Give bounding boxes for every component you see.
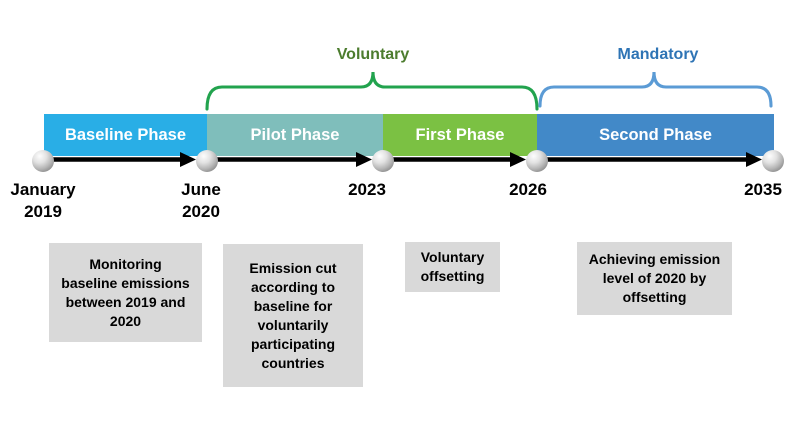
mandatory-brace-icon (538, 71, 773, 108)
phase-bar-baseline: Baseline Phase (44, 114, 207, 156)
milestone-marker-2023 (372, 150, 394, 172)
note-second-achieving-level: Achieving emission level of 2020 by offs… (577, 242, 732, 315)
milestone-marker-2026 (526, 150, 548, 172)
note-baseline-monitoring: Monitoring baseline emissions between 20… (49, 243, 202, 342)
note-pilot-emission-cut: Emission cut according to baseline for v… (223, 244, 363, 387)
milestone-label-jan-2019: January 2019 (10, 180, 76, 221)
milestone-marker-2035 (762, 150, 784, 172)
milestone-marker-jan-2019 (32, 150, 54, 172)
milestone-label-2023: 2023 (348, 180, 386, 199)
phase-bar-label: First Phase (415, 125, 505, 144)
phase-bar-first: First Phase (383, 114, 537, 156)
phase-bar-label: Second Phase (599, 125, 712, 144)
milestone-label-june-2020: June 2020 (181, 180, 221, 221)
milestone-marker-june-2020 (196, 150, 218, 172)
note-first-voluntary-offsetting: Voluntary offsetting (405, 242, 500, 292)
milestone-label-2026: 2026 (509, 180, 547, 199)
mandatory-label: Mandatory (617, 46, 699, 63)
phase-bar-pilot: Pilot Phase (207, 114, 383, 156)
phase-bar-second: Second Phase (537, 114, 774, 156)
phase-bar-label: Pilot Phase (250, 125, 340, 144)
milestone-label-2035: 2035 (744, 180, 782, 199)
voluntary-label: Voluntary (336, 46, 410, 63)
voluntary-brace-icon (205, 71, 539, 111)
phase-bar-label: Baseline Phase (64, 125, 187, 144)
